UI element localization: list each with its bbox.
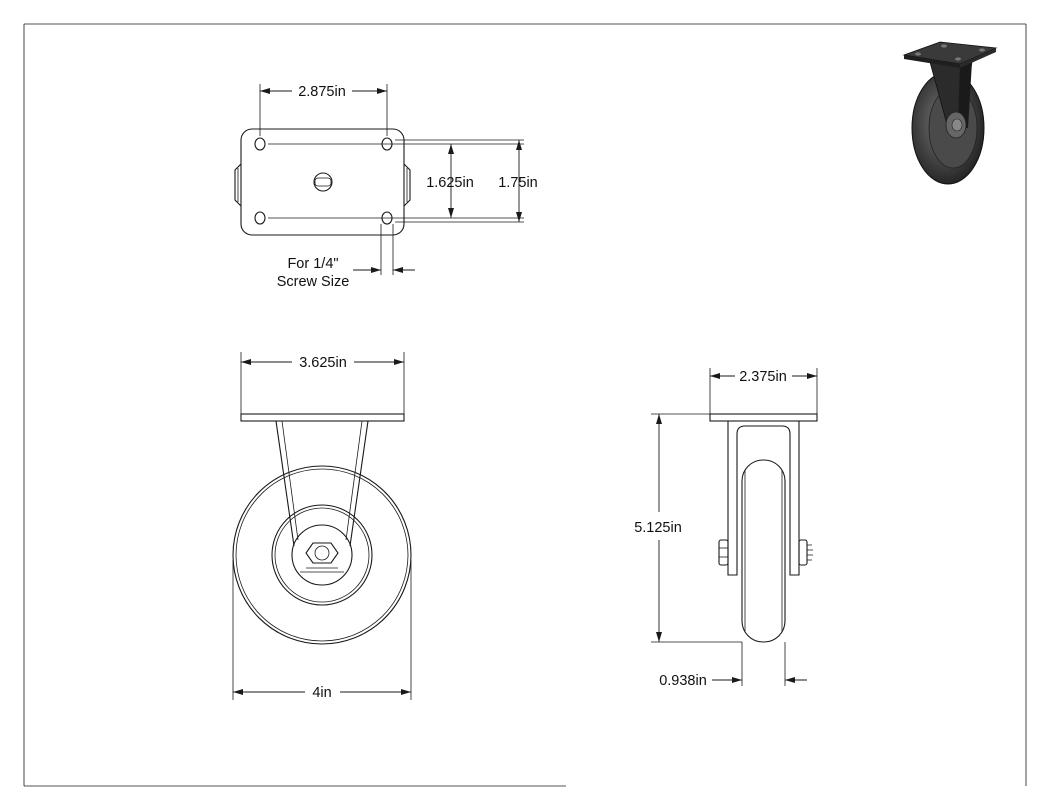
mounting-plate-front (240, 413, 405, 422)
dim-1625-label: 1.625in (426, 175, 474, 191)
mounting-plate-side (709, 413, 818, 422)
axle-nut-right (798, 539, 808, 566)
center-slot (313, 172, 333, 192)
hub (271, 504, 373, 606)
front-view: 3.625in 4in (232, 352, 412, 701)
dim-2875-label: 2.875in (298, 84, 346, 100)
mounting-plate-top (240, 128, 405, 236)
bolt-hole (254, 137, 266, 151)
wheel-side (741, 459, 786, 643)
dim-2375-label: 2.375in (739, 369, 787, 385)
top-view: 2.875in 1.625in 1.75in For 1/4" Screw Si… (234, 84, 538, 290)
axle-nut-left (718, 539, 729, 566)
dim-3625-label: 3.625in (299, 355, 347, 371)
wheel-front (232, 465, 412, 645)
sheet-border (23, 23, 1027, 787)
screw-note-line2: Screw Size (277, 274, 350, 290)
side-view: 2.375in 5.125in 0.938in (634, 368, 818, 689)
axle-nut (305, 542, 339, 564)
bolt-hole (254, 211, 266, 225)
dim-4in-label: 4in (312, 685, 331, 701)
dim-5125-label: 5.125in (634, 520, 682, 536)
screw-note-line1: For 1/4" (287, 256, 338, 272)
dim-175-label: 1.75in (498, 175, 538, 191)
dim-0938-label: 0.938in (659, 673, 707, 689)
caster-iso-render (902, 41, 998, 185)
